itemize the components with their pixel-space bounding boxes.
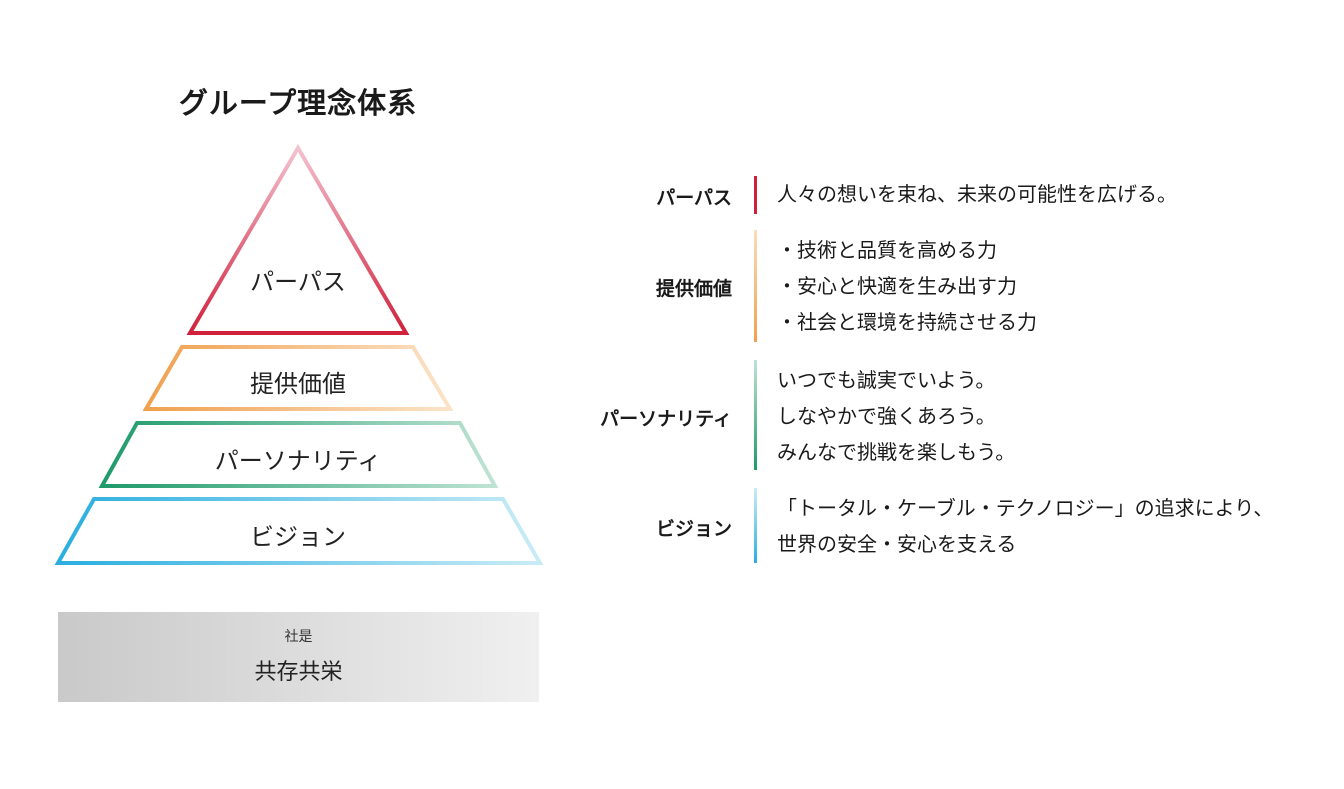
row-bar-vision	[754, 488, 757, 563]
pyramid-layer-value	[142, 345, 454, 411]
pyramid-label-vision: ビジョン	[250, 523, 346, 551]
row-bar-purpose	[754, 176, 757, 214]
pyramid-layer-vision	[54, 497, 544, 565]
company-motto-box: 社是 共存共栄	[58, 612, 539, 702]
pyramid-label-personality: パーソナリティ	[214, 447, 382, 475]
row-bar-value	[754, 230, 757, 342]
row-line: しなやかで強くあろう。	[777, 404, 996, 428]
row-bar-personality	[754, 360, 757, 470]
row-label-value: 提供価値	[655, 278, 732, 300]
row-label-personality: パーソナリティ	[600, 408, 732, 430]
pyramid-label-value: 提供価値	[250, 370, 346, 398]
row-line: ・社会と環境を持続させる力	[777, 310, 1037, 334]
row-line: いつでも誠実でいよう。	[777, 368, 996, 392]
row-line: 人々の想いを束ね、未来の可能性を広げる。	[777, 182, 1177, 206]
row-text-personality: いつでも誠実でいよう。 しなやかで強くあろう。 みんなで挑戦を楽しもう。	[777, 362, 1015, 470]
pyramid-top-triangle	[186, 144, 410, 335]
row-line: 世界の安全・安心を支える	[777, 532, 1017, 556]
pyramid-diagram	[54, 144, 544, 565]
page-title: グループ理念体系	[178, 86, 418, 120]
row-line: 「トータル・ケーブル・テクノロジー」の追求により、	[777, 496, 1274, 520]
motto-caption: 社是	[284, 629, 313, 645]
row-text-value: ・技術と品質を高める力 ・安心と快適を生み出す力 ・社会と環境を持続させる力	[777, 232, 1037, 340]
row-label-vision: ビジョン	[655, 518, 732, 540]
row-line: ・安心と快適を生み出す力	[777, 274, 1017, 298]
pyramid-label-purpose: パーパス	[250, 268, 346, 296]
row-text-purpose: 人々の想いを束ね、未来の可能性を広げる。	[777, 176, 1177, 212]
row-text-vision: 「トータル・ケーブル・テクノロジー」の追求により、 世界の安全・安心を支える	[777, 490, 1273, 562]
motto-text: 共存共栄	[254, 660, 343, 685]
pyramid-layer-personality	[98, 421, 499, 488]
row-label-purpose: パーパス	[656, 187, 732, 209]
row-line: ・技術と品質を高める力	[777, 238, 997, 262]
row-line: みんなで挑戦を楽しもう。	[777, 440, 1016, 464]
